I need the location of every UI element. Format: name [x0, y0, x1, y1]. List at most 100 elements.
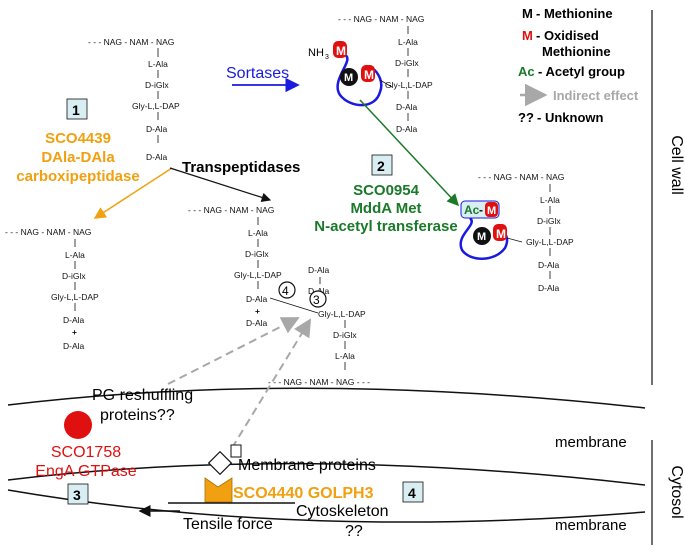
pg-c-backbone: - - - NAG - NAM - NAG [5, 227, 91, 237]
pg-c-plus: + [72, 327, 77, 337]
svg-text:3: 3 [73, 487, 81, 503]
pg-reshuffling-line2: proteins?? [100, 407, 175, 424]
pg-a-lala: L-Ala [148, 59, 168, 69]
tensile-force-label: Tensile force [183, 516, 273, 533]
pg-a-backbone: - - - NAG - NAM - NAG [88, 37, 174, 47]
legend-mox-letter: M [522, 28, 533, 43]
circle-3 [309, 290, 327, 308]
pg-d-backbone: - - - NAG - NAM - NAG [188, 205, 274, 215]
outer-membrane-line [7, 387, 646, 409]
mox-badge-2 [361, 65, 375, 82]
pg-structure-c: - - - NAG - NAM - NAG L-Ala D-iGlx Gly-L… [5, 227, 99, 351]
pg-c-lala: L-Ala [65, 250, 85, 260]
box-4 [402, 481, 424, 503]
transpeptidases-label: Transpeptidases [182, 159, 300, 176]
legend-indirect-text: Indirect effect [553, 88, 639, 103]
svg-text:Ac: Ac [464, 203, 480, 217]
legend-mox-text-1: - Oxidised [536, 28, 599, 43]
pg-d2-glydap: Gly-L,L-DAP [318, 309, 366, 319]
svg-text:M: M [487, 205, 496, 217]
pg-a-dala-1: D-Ala [146, 124, 168, 134]
pg-c-dala-1: D-Ala [63, 315, 85, 325]
svg-text:M: M [364, 68, 374, 82]
svg-text:4: 4 [282, 284, 289, 298]
sco0954-line2: MddA Met [350, 200, 421, 217]
enga-circle [64, 411, 92, 439]
pg-d2-lala: L-Ala [335, 351, 355, 361]
m-badge-1 [340, 68, 358, 86]
cytoskeleton-unknown: ?? [345, 523, 363, 540]
pg-b-dala-2: D-Ala [396, 124, 418, 134]
legend-unknown-text: - Unknown [537, 110, 603, 125]
box-3 [67, 483, 89, 505]
svg-text:M: M [344, 72, 353, 84]
pg-b-glydap: Gly-L,L-DAP [385, 80, 433, 90]
pg-e-dala-2: D-Ala [538, 283, 560, 293]
legend-m-letter: M [522, 6, 533, 21]
pg-d2-dala-1: D-Ala [308, 265, 330, 275]
pg-d2-backbone: - - - NAG - NAM - NAG - - - [268, 377, 370, 387]
sco4439-line1: SCO4439 [45, 130, 111, 147]
outer-membrane-line-2 [7, 462, 646, 486]
svg-text:3: 3 [313, 293, 320, 307]
svg-text:1: 1 [72, 102, 80, 118]
golph3-shape [204, 477, 233, 503]
indirect-arrow-1 [167, 317, 300, 385]
pg-d-dala-1: D-Ala [246, 294, 268, 304]
sco0954-line1: SCO0954 [353, 182, 420, 199]
pg-b-lala: L-Ala [398, 37, 418, 47]
pg-d-dala-2: D-Ala [246, 318, 268, 328]
pg-c-diglx: D-iGlx [62, 271, 86, 281]
legend-m-text: - Methionine [536, 6, 613, 21]
svg-text:M: M [496, 227, 506, 241]
pg-a-diglx: D-iGlx [145, 80, 169, 90]
pg-structure-d: - - - NAG - NAM - NAG L-Ala D-iGlx Gly-L… [188, 205, 370, 387]
circle-4 [278, 281, 296, 299]
pg-d-diglx: D-iGlx [245, 249, 269, 259]
cell-wall-label: Cell wall [668, 135, 685, 195]
pg-d-glydap: Gly-L,L-DAP [234, 270, 282, 280]
svg-text:M: M [477, 231, 486, 243]
carboxypeptidase-arrow [93, 167, 173, 219]
transpeptidases-arrow [169, 167, 272, 203]
membrane-label-bottom: membrane [555, 517, 627, 534]
pg-e-backbone: - - - NAG - NAM - NAG [478, 172, 564, 182]
membrane-protein-stem [230, 444, 242, 458]
membrane-label-top: membrane [555, 434, 627, 451]
sco0954-line3: N-acetyl transferase [314, 218, 457, 235]
sortases-label: Sortases [226, 65, 289, 82]
legend-unknown-letter: ?? [518, 110, 534, 125]
pg-a-glydap: Gly-L,L-DAP [132, 101, 180, 111]
pg-b-dala-1: D-Ala [396, 102, 418, 112]
membrane-proteins-label: Membrane proteins [238, 457, 376, 474]
indirect-arrow-2 [231, 318, 312, 449]
pg-d-lala: L-Ala [248, 228, 268, 238]
pg-reshuffling-line1: PG reshuffling [92, 387, 193, 404]
pg-c-dala-2: D-Ala [63, 341, 85, 351]
pg-structure-b: - - - NAG - NAM - NAG L-Ala D-iGlx Gly-L… [338, 14, 433, 134]
acetyltransferase-arrow [359, 99, 460, 207]
pg-e-diglx: D-iGlx [537, 216, 561, 226]
svg-text:4: 4 [408, 485, 416, 501]
legend-mox-text-2: Methionine [542, 44, 611, 59]
sco4439-line2: DAla-DAla [41, 149, 115, 166]
sco1758-line2: EngA GTPase [35, 463, 136, 480]
inner-membrane-line [7, 489, 646, 523]
svg-text:2: 2 [377, 158, 385, 174]
mox-badge-3 [493, 224, 507, 241]
pg-e-dala-1: D-Ala [538, 260, 560, 270]
pg-b-backbone: - - - NAG - NAM - NAG [338, 14, 424, 24]
m-badge-2 [473, 227, 491, 245]
mox-badge-1 [333, 41, 347, 58]
acetylated-protein: Ac - M M M [459, 200, 523, 260]
pg-e-lala: L-Ala [540, 195, 560, 205]
legend-ac-letter: Ac [518, 64, 535, 79]
pg-c-glydap: Gly-L,L-DAP [51, 292, 99, 302]
box-2 [371, 154, 393, 176]
pg-d-plus: + [255, 306, 260, 316]
pg-structure-a: - - - NAG - NAM - NAG L-Ala D-iGlx Gly-L… [88, 37, 180, 162]
sco4439-line3: carboxipeptidase [16, 168, 139, 185]
pg-structure-e: - - - NAG - NAM - NAG L-Ala D-iGlx Gly-L… [478, 172, 574, 293]
sco4440-label: SCO4440 GOLPH3 [233, 485, 374, 502]
